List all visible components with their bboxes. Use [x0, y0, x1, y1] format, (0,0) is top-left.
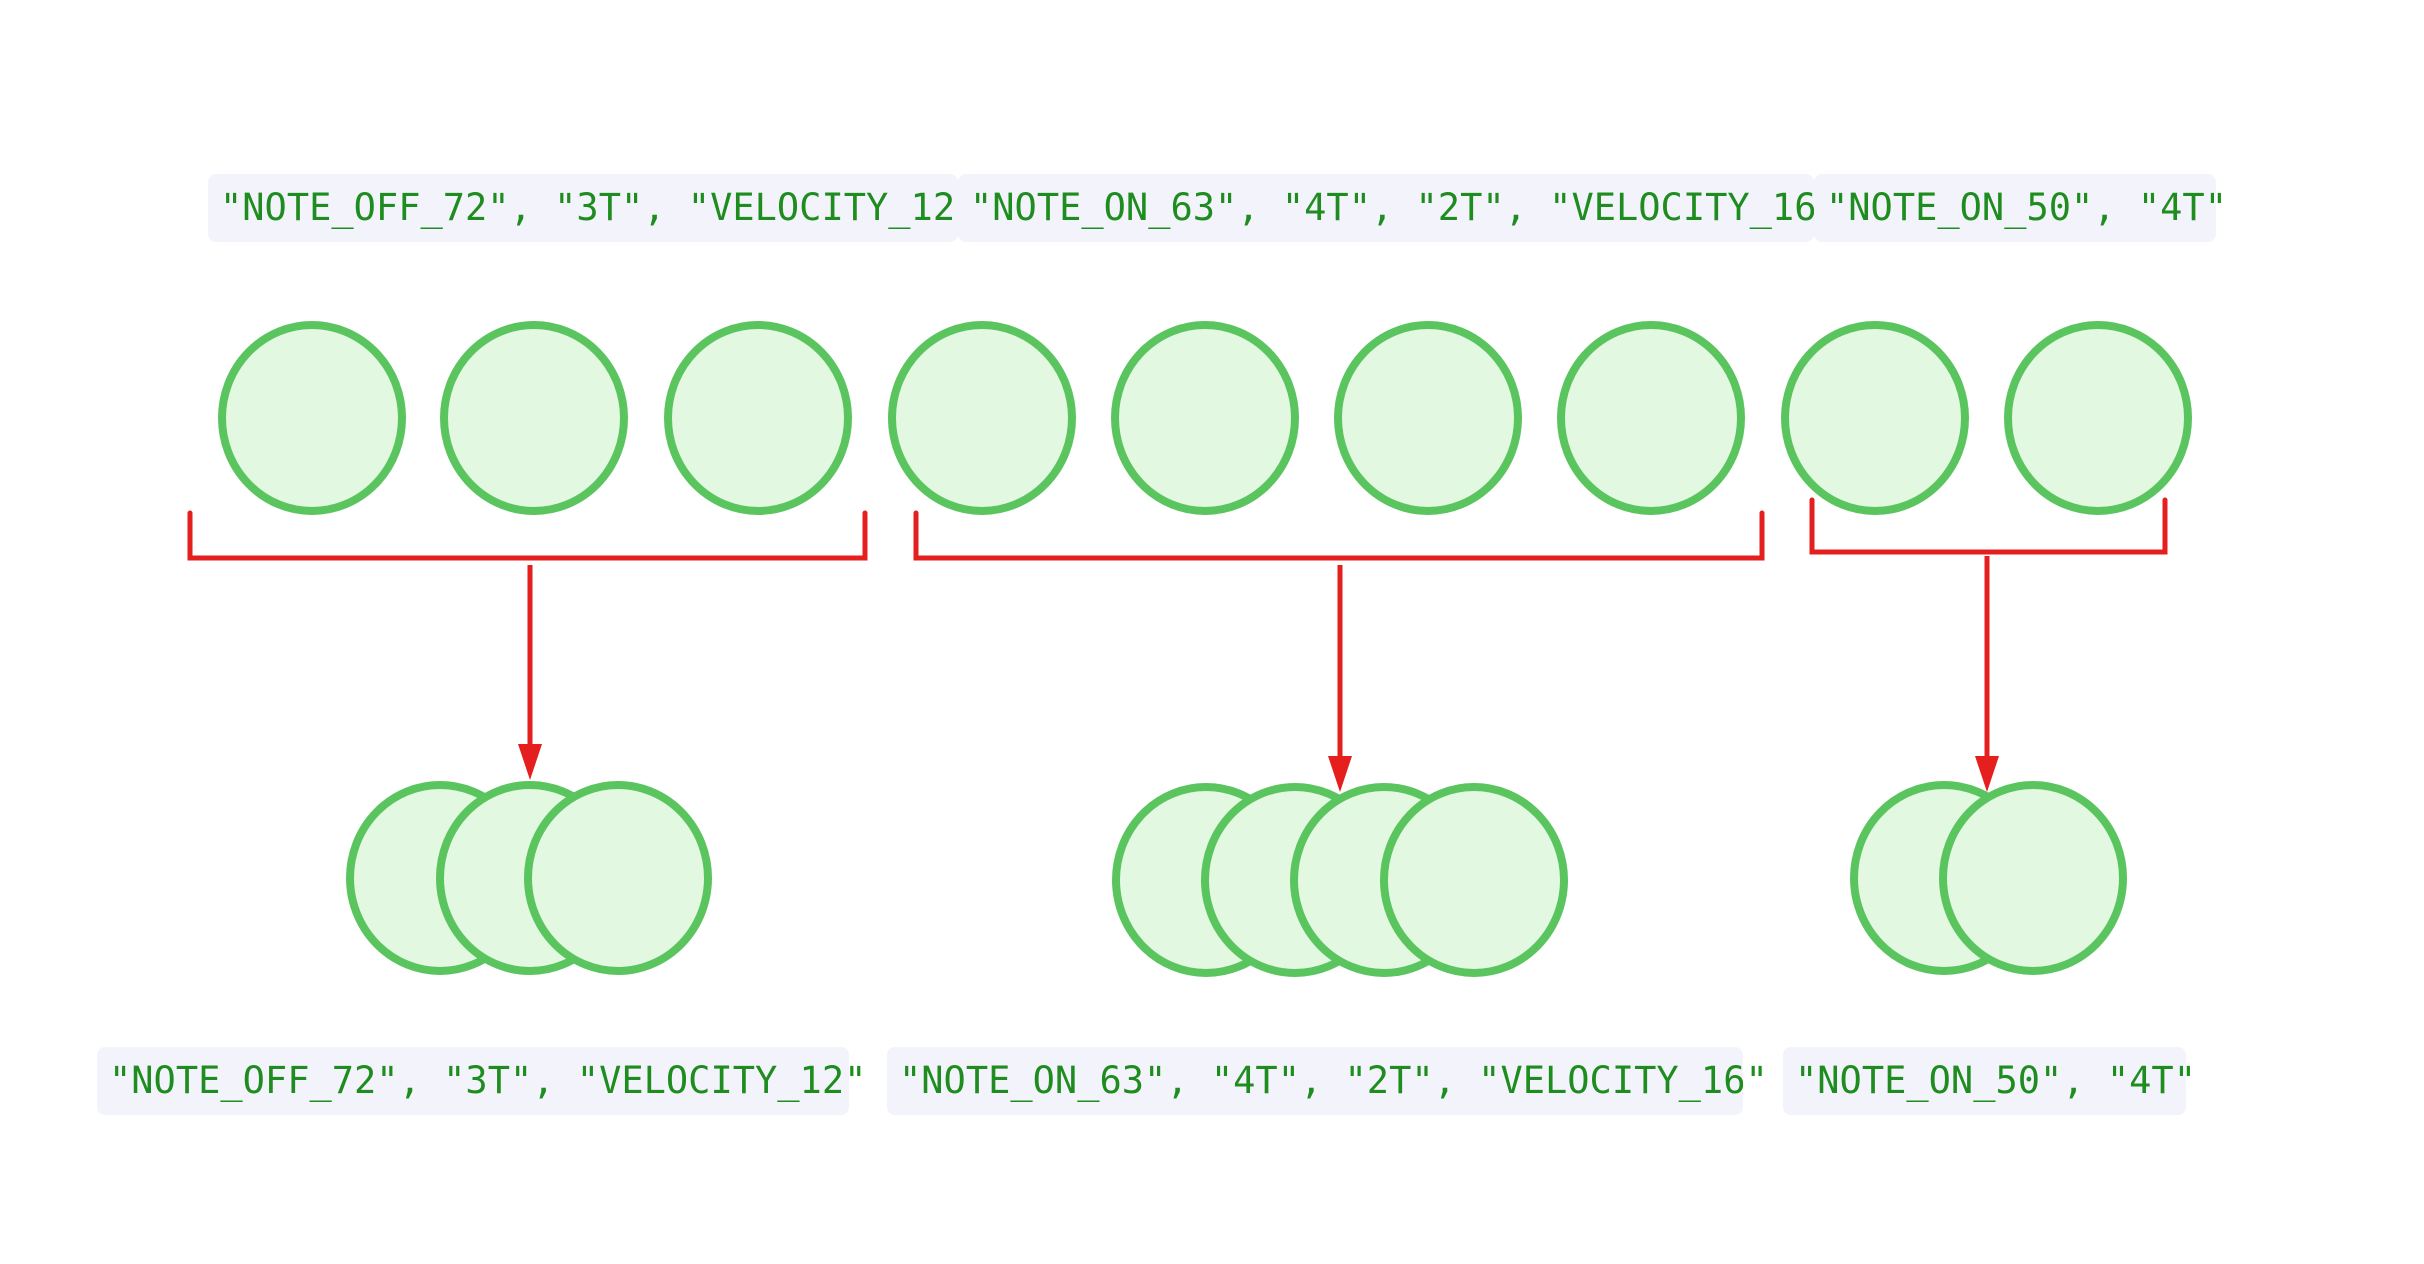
group-1-merged-label: "NOTE_OFF_72", "3T", "VELOCITY_12"	[97, 1047, 866, 1115]
token-circle	[1557, 321, 1745, 515]
group-2-merged-circles	[1112, 783, 1568, 977]
group-1-token-circles	[218, 321, 852, 515]
group-2-tokens-label: "NOTE_ON_63", "4T", "2T", "VELOCITY_16"	[958, 174, 1839, 242]
group-1-bracket	[187, 510, 868, 561]
group-3-bracket	[1809, 497, 2168, 555]
group-1-merged-circles	[346, 781, 712, 975]
group-2-bracket	[913, 510, 1765, 561]
group-3-merged-label: "NOTE_ON_50", "4T"	[1783, 1047, 2196, 1115]
token-circle	[664, 321, 852, 515]
group-2-arrow	[1328, 565, 1352, 792]
group-1-arrow	[518, 565, 542, 780]
token-circle	[218, 321, 406, 515]
group-3-merged-circles	[1850, 781, 2127, 975]
group-3-token-circles	[1781, 321, 2192, 515]
merged-token-circle	[524, 781, 712, 975]
token-circle	[440, 321, 628, 515]
group-1-tokens-label: "NOTE_OFF_72", "3T", "VELOCITY_12"	[208, 174, 977, 242]
group-2-merged-label: "NOTE_ON_63", "4T", "2T", "VELOCITY_16"	[887, 1047, 1768, 1115]
merged-token-circle	[1939, 781, 2127, 975]
group-2-token-circles	[888, 321, 1745, 515]
token-circle	[1781, 321, 1969, 515]
group-3-arrow	[1975, 556, 1999, 792]
token-circle	[1111, 321, 1299, 515]
token-circle	[2004, 321, 2192, 515]
token-circle	[1334, 321, 1522, 515]
token-circle	[888, 321, 1076, 515]
merged-token-circle	[1380, 783, 1568, 977]
group-3-tokens-label: "NOTE_ON_50", "4T"	[1814, 174, 2227, 242]
